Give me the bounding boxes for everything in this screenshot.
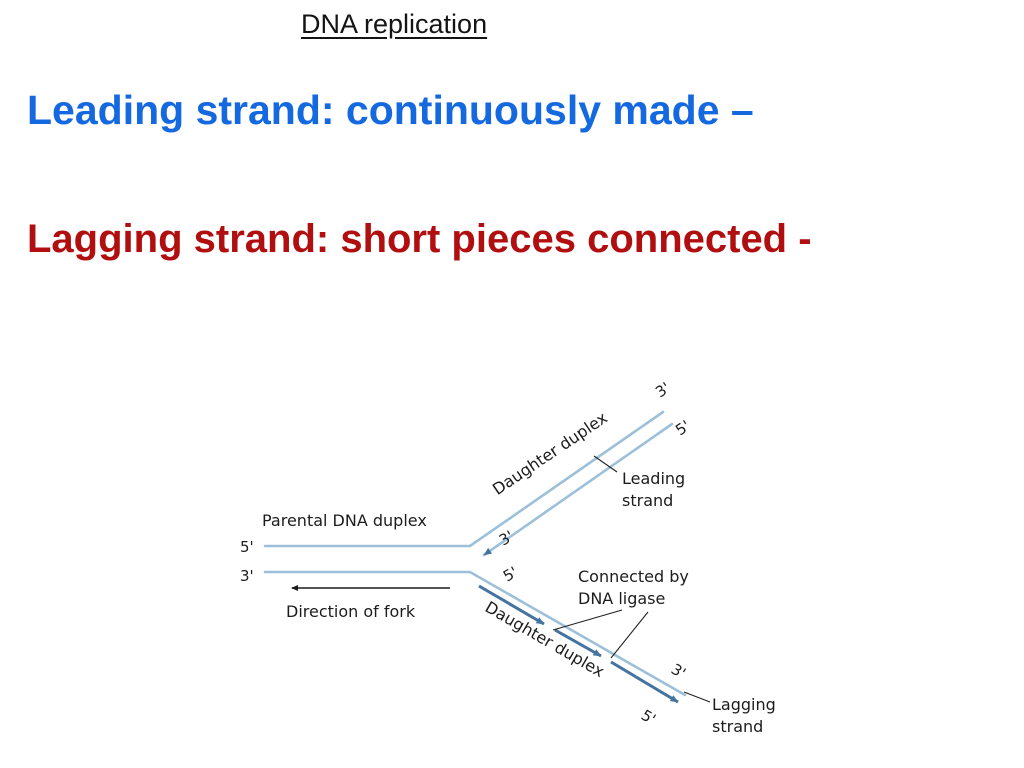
parental-duplex-label: Parental DNA duplex bbox=[262, 511, 427, 530]
okazaki-fragment-2 bbox=[554, 628, 602, 658]
leading-strand-pointer-line bbox=[593, 455, 618, 473]
lagging-end-5-prime-label: 5' bbox=[638, 706, 659, 728]
daughter-duplex-top-label: Daughter duplex bbox=[489, 408, 611, 499]
parental-3-prime-label: 3' bbox=[240, 567, 254, 585]
parental-5-prime-label: 5' bbox=[240, 538, 254, 556]
replication-fork-diagram: Parental DNA duplex 5' 3' Direction of f… bbox=[240, 379, 776, 736]
leading-end-3-prime-label: 3' bbox=[652, 380, 673, 401]
dna-replication-figure: Parental DNA duplex 5' 3' Direction of f… bbox=[220, 379, 820, 752]
okazaki-fragment-3 bbox=[610, 660, 679, 704]
ligase-label-line2: DNA ligase bbox=[578, 589, 665, 608]
fork-5-prime-label: 5' bbox=[500, 563, 521, 585]
lagging-end-3-prime-label: 3' bbox=[668, 660, 689, 682]
slide-title: DNA replication bbox=[301, 9, 488, 39]
ligase-pointer-line-2 bbox=[610, 611, 649, 659]
ligase-label-line1: Connected by bbox=[578, 567, 689, 586]
direction-of-fork-label: Direction of fork bbox=[286, 602, 416, 621]
leading-strand-label-line2: strand bbox=[622, 491, 673, 510]
okazaki-fragment-1 bbox=[478, 584, 545, 626]
ligase-pointer-line-1 bbox=[552, 609, 623, 631]
parental-bottom-template-strand bbox=[263, 570, 687, 697]
leading-new-strand bbox=[482, 422, 674, 557]
leading-end-5-prime-label: 5' bbox=[672, 417, 693, 440]
leading-strand-label-line1: Leading bbox=[622, 469, 685, 488]
leading-strand-heading: Leading strand: continuously made – bbox=[27, 87, 754, 133]
lagging-strand-heading: Lagging strand: short pieces connected - bbox=[27, 217, 812, 261]
lagging-strand-label-line2: strand bbox=[712, 717, 763, 736]
fork-3-prime-label: 3' bbox=[496, 527, 517, 549]
parental-top-template-strand bbox=[263, 410, 665, 548]
lagging-strand-pointer-line bbox=[683, 691, 711, 703]
lagging-strand-label-line1: Lagging bbox=[712, 695, 776, 714]
